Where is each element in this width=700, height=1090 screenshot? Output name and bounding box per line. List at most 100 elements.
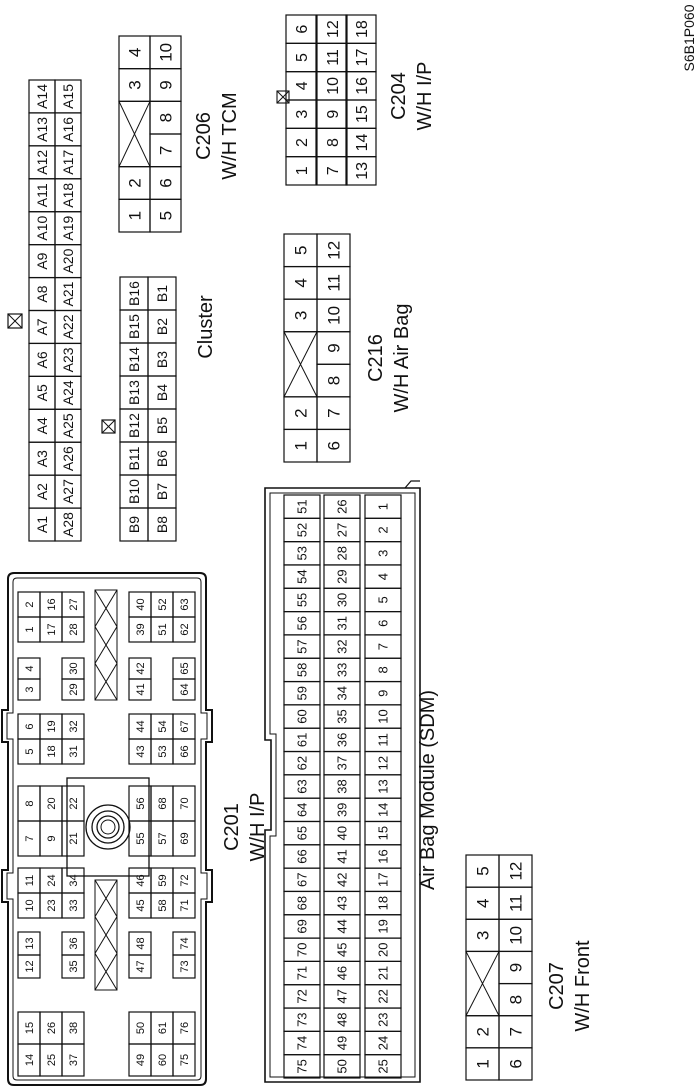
pin-label: 33 (68, 899, 80, 911)
sdm-label: Air Bag Module (SDM) (417, 690, 439, 890)
pin-label: B6 (154, 450, 170, 467)
pin-label: 12 (24, 960, 36, 972)
c201-pin-32: 32 (61, 713, 85, 740)
pin-label: 3 (292, 311, 311, 320)
sdm-pin-33: 33 (323, 657, 361, 683)
pin-label: 63 (295, 779, 310, 793)
pin-label: 51 (157, 623, 169, 635)
cluster-pin-b16: B16 (119, 276, 149, 311)
c216-pin-3: 3 (283, 298, 318, 333)
sdm-pin-45: 45 (323, 937, 361, 963)
c201-pin-54: 54 (150, 713, 174, 740)
sdm-pin-14: 14 (364, 797, 402, 823)
cluster-pin-a26: A26 (54, 441, 82, 476)
pin-label: A16 (60, 117, 76, 142)
c207-pin-blank (465, 950, 500, 1017)
pin-label: 25 (46, 1054, 58, 1066)
pin-label: 29 (335, 569, 350, 583)
pin-label: 23 (376, 1012, 391, 1026)
pin-label: 21 (68, 832, 80, 844)
pin-label: A15 (60, 84, 76, 109)
sdm-pin-62: 62 (283, 750, 321, 776)
pin-label: 22 (68, 797, 80, 809)
pin-label: 10 (24, 899, 36, 911)
pin-label: 66 (295, 849, 310, 863)
pin-label: 37 (68, 1054, 80, 1066)
pin-label: 52 (295, 523, 310, 537)
sdm-pin-16: 16 (364, 844, 402, 869)
pin-label: 5 (474, 866, 493, 875)
sdm-pin-41: 41 (323, 844, 361, 869)
pin-label: 4 (126, 48, 145, 57)
pin-label: 50 (335, 1059, 350, 1073)
pin-label: 45 (335, 943, 350, 957)
pin-label: 63 (179, 598, 191, 610)
cluster-pin-a3: A3 (28, 441, 56, 476)
c201-pin-31: 31 (61, 738, 85, 765)
pin-label: 65 (295, 826, 310, 840)
cluster-pin-a19: A19 (54, 211, 82, 246)
c201-pin-66: 66 (172, 738, 196, 765)
c207-pin-12: 12 (498, 854, 533, 888)
sdm-pin-37: 37 (323, 750, 361, 776)
c204-pin-4: 4 (285, 71, 317, 101)
pin-label: 1 (24, 626, 36, 632)
c201-pin-69: 69 (172, 820, 196, 857)
pin-label: 6 (325, 441, 344, 450)
pin-label: 3 (376, 550, 391, 557)
cluster-pin-a15: A15 (54, 79, 82, 114)
pin-label: 15 (376, 826, 391, 840)
pin-label: 11 (325, 49, 342, 66)
sdm-pin-67: 67 (283, 867, 321, 893)
sdm-pin-50: 50 (323, 1054, 361, 1079)
pin-label: 38 (335, 779, 350, 793)
c201-pin-37: 37 (61, 1043, 85, 1077)
cluster-pin-b9: B9 (119, 507, 149, 542)
pin-label: 74 (295, 1036, 310, 1050)
c201-pin-58: 58 (150, 892, 174, 919)
cluster-pin-a16: A16 (54, 112, 82, 147)
c207-pin-1: 1 (465, 1047, 500, 1081)
cluster-pin-a9: A9 (28, 244, 56, 279)
c206-pin-5: 5 (149, 198, 182, 233)
sdm-pin-59: 59 (283, 680, 321, 706)
pin-label: 15 (24, 1022, 36, 1034)
c201-pin-33: 33 (61, 892, 85, 919)
c201-pin-24: 24 (39, 867, 63, 894)
sdm-pin-1: 1 (364, 494, 402, 519)
c201-pin-41: 41 (128, 678, 152, 701)
c201-pin-3: 3 (17, 678, 41, 701)
pin-label: 20 (376, 943, 391, 957)
c201-pin-18: 18 (39, 738, 63, 765)
cluster-pin-a25: A25 (54, 408, 82, 443)
c201-pin-16: 16 (39, 591, 63, 618)
sdm-pin-29: 29 (323, 564, 361, 589)
pin-label: 62 (295, 756, 310, 770)
c201-pin-47: 47 (128, 954, 152, 979)
c201-pin-17: 17 (39, 616, 63, 643)
pin-label: 54 (295, 569, 310, 583)
pin-label: 12 (507, 862, 526, 881)
pin-label: A9 (34, 252, 50, 269)
c201-pin-9: 9 (39, 820, 63, 857)
cluster-pin-b13: B13 (119, 375, 149, 410)
pin-label: 2 (24, 601, 36, 607)
pin-label: A21 (60, 281, 76, 306)
sdm-pin-36: 36 (323, 727, 361, 753)
sdm-pin-8: 8 (364, 657, 402, 683)
pin-label: 12 (325, 20, 342, 38)
pin-label: 16 (46, 598, 58, 610)
pin-label: B4 (154, 384, 170, 401)
cluster-pin-b8: B8 (147, 507, 177, 542)
c201-pin-55: 55 (128, 820, 152, 857)
pin-label: 5 (376, 596, 391, 603)
pin-label: A4 (34, 417, 50, 434)
pin-label: 47 (135, 960, 147, 972)
pin-label: 44 (135, 720, 147, 732)
c216-pin-blank (283, 331, 318, 398)
c201-shell (1, 572, 213, 1086)
